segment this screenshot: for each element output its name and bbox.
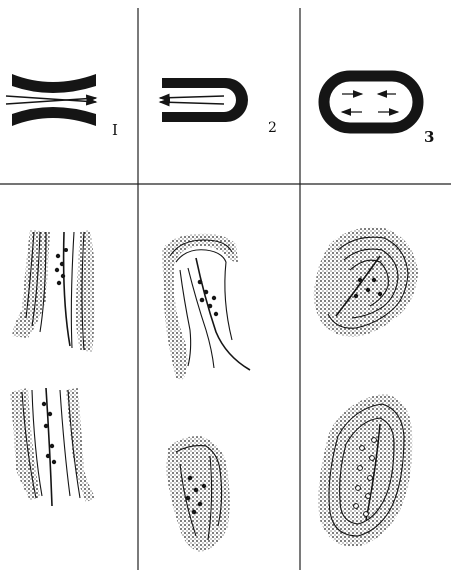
schematic-3: 3 (324, 76, 434, 146)
schematic-2-arrow-a (160, 96, 224, 98)
schematic-1: I (6, 74, 118, 139)
sketch-1a-dots (55, 248, 68, 285)
sketch-1a-right-wall (76, 230, 95, 352)
schematic-2-arrow-b (160, 102, 224, 104)
sketch-1a-line-4 (71, 232, 74, 348)
schematic-3-ring (324, 76, 418, 128)
panel-label-2: 2 (268, 120, 277, 136)
sketch-col3-bottom (318, 394, 412, 546)
schematic-1-upper-band (12, 74, 96, 93)
sketch-2a-dots (198, 280, 219, 316)
schematic-2-fold (162, 78, 248, 122)
sketch-col1-top (12, 230, 95, 352)
sketch-1b-right-wall (66, 388, 96, 502)
sketch-col3-top (314, 227, 418, 336)
schematic-1-lower-band (12, 107, 96, 126)
schematic-2: 2 (160, 78, 277, 136)
sketch-2a-axis (196, 258, 250, 370)
sketch-2a-line-5 (225, 262, 232, 340)
sketch-col2-top (162, 234, 250, 380)
sketch-2a-line-2 (176, 250, 226, 262)
panel-label-1: I (112, 121, 118, 139)
panel-label-3: 3 (424, 128, 434, 146)
sketch-3a-outer (314, 227, 418, 336)
sketch-col1-bottom (10, 388, 96, 506)
sketch-2b-outer (166, 436, 230, 552)
sketch-col2-bottom (166, 436, 230, 552)
